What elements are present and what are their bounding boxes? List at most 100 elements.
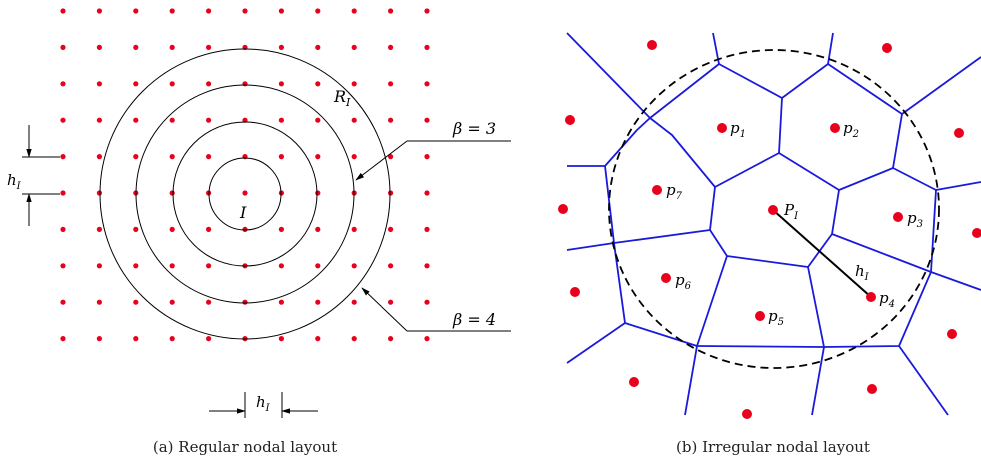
voronoi-cell-p7 bbox=[604, 117, 711, 244]
grid-node bbox=[133, 263, 139, 269]
grid-node bbox=[278, 117, 284, 123]
grid-node bbox=[60, 8, 66, 14]
neighbor-label-p1: p1 bbox=[730, 119, 746, 140]
grid-node bbox=[351, 263, 357, 269]
grid-node bbox=[60, 117, 66, 123]
grid-node bbox=[96, 154, 102, 160]
grid-node bbox=[351, 154, 357, 160]
grid-node bbox=[96, 299, 102, 305]
horizontal-spacing-dimension bbox=[209, 392, 318, 418]
grid-node bbox=[351, 44, 357, 51]
horizontal-spacing-label: hI bbox=[256, 393, 271, 414]
grid-node bbox=[60, 226, 66, 232]
grid-node bbox=[424, 336, 430, 342]
grid-node bbox=[60, 263, 66, 269]
grid-node bbox=[388, 190, 394, 196]
grid-node bbox=[315, 226, 321, 232]
grid-node bbox=[315, 81, 321, 87]
neighbor-label-p7: p7 bbox=[666, 181, 683, 202]
grid-node bbox=[278, 81, 284, 87]
grid-node bbox=[388, 154, 394, 160]
grid-node bbox=[242, 299, 248, 305]
grid-node bbox=[351, 336, 357, 342]
grid-node bbox=[424, 226, 430, 232]
grid-node bbox=[60, 336, 66, 342]
grid-node bbox=[242, 81, 248, 87]
voronoi-outer-edges bbox=[566, 32, 981, 416]
grid-node bbox=[133, 117, 139, 123]
grid-node bbox=[133, 8, 139, 14]
grid-node bbox=[315, 299, 321, 305]
grid-node bbox=[424, 263, 430, 269]
voronoi-cell-p1 bbox=[649, 63, 783, 188]
grid-node bbox=[424, 117, 430, 123]
grid-node bbox=[278, 44, 284, 51]
neighbor-label-p6: p6 bbox=[675, 271, 692, 292]
support-domain-circle bbox=[608, 49, 940, 369]
outer-node bbox=[629, 377, 639, 387]
neighbor-node-p5 bbox=[755, 311, 765, 321]
grid-node bbox=[60, 190, 66, 196]
outer-node bbox=[742, 409, 752, 419]
grid-node bbox=[60, 299, 66, 305]
grid-node bbox=[388, 299, 394, 305]
grid-node bbox=[351, 117, 357, 123]
beta3-leader bbox=[355, 140, 511, 181]
beta4-label: β = 4 bbox=[452, 310, 496, 329]
outer-node bbox=[570, 287, 580, 297]
distance-label: hI bbox=[855, 262, 870, 283]
neighbor-label-p2: p2 bbox=[843, 119, 859, 140]
grid-node bbox=[96, 8, 102, 14]
grid-node bbox=[388, 336, 394, 342]
grid-node bbox=[169, 81, 175, 87]
support-circle-4 bbox=[99, 48, 391, 340]
grid-node bbox=[351, 299, 357, 305]
outer-node bbox=[954, 128, 964, 138]
grid-node bbox=[60, 81, 66, 87]
grid-node bbox=[424, 8, 430, 14]
neighbor-node-p2 bbox=[830, 123, 840, 133]
grid-node bbox=[315, 154, 321, 160]
grid-node bbox=[351, 81, 357, 87]
irregular-nodes bbox=[558, 40, 981, 419]
grid-node bbox=[278, 336, 284, 342]
grid-node bbox=[206, 8, 212, 14]
grid-node bbox=[133, 336, 139, 342]
distance-line-hi bbox=[772, 209, 872, 298]
grid-node bbox=[169, 154, 175, 160]
grid-node bbox=[206, 44, 212, 51]
grid-node bbox=[133, 44, 139, 51]
grid-node bbox=[388, 44, 394, 51]
support-circle-2 bbox=[172, 121, 318, 267]
grid-node bbox=[388, 117, 394, 123]
vertical-spacing-label: hI bbox=[7, 171, 22, 192]
grid-node bbox=[60, 44, 66, 51]
grid-node bbox=[278, 226, 284, 232]
voronoi-cell-p5 bbox=[696, 266, 825, 348]
grid-node bbox=[96, 117, 102, 123]
grid-node bbox=[169, 8, 175, 14]
grid-node bbox=[315, 44, 321, 51]
grid-node bbox=[315, 8, 321, 14]
grid-node bbox=[242, 117, 248, 123]
grid-node bbox=[388, 263, 394, 269]
node-label-i: I bbox=[239, 203, 247, 222]
outer-node bbox=[565, 115, 575, 125]
grid-node bbox=[351, 8, 357, 14]
neighbor-node-p4 bbox=[866, 292, 876, 302]
beta4-leader bbox=[361, 287, 511, 332]
grid-node bbox=[278, 8, 284, 14]
panel-a: I RI β = 3 β = 4 hI bbox=[7, 8, 511, 456]
grid-node bbox=[315, 117, 321, 123]
grid-node bbox=[169, 299, 175, 305]
grid-node bbox=[388, 81, 394, 87]
grid-node bbox=[96, 336, 102, 342]
grid-node bbox=[206, 81, 212, 87]
grid-node bbox=[242, 226, 248, 232]
grid-node bbox=[96, 44, 102, 51]
beta3-label: β = 3 bbox=[452, 119, 496, 138]
grid-node bbox=[242, 190, 248, 196]
neighbor-node-p1 bbox=[717, 123, 727, 133]
outer-node bbox=[558, 204, 568, 214]
